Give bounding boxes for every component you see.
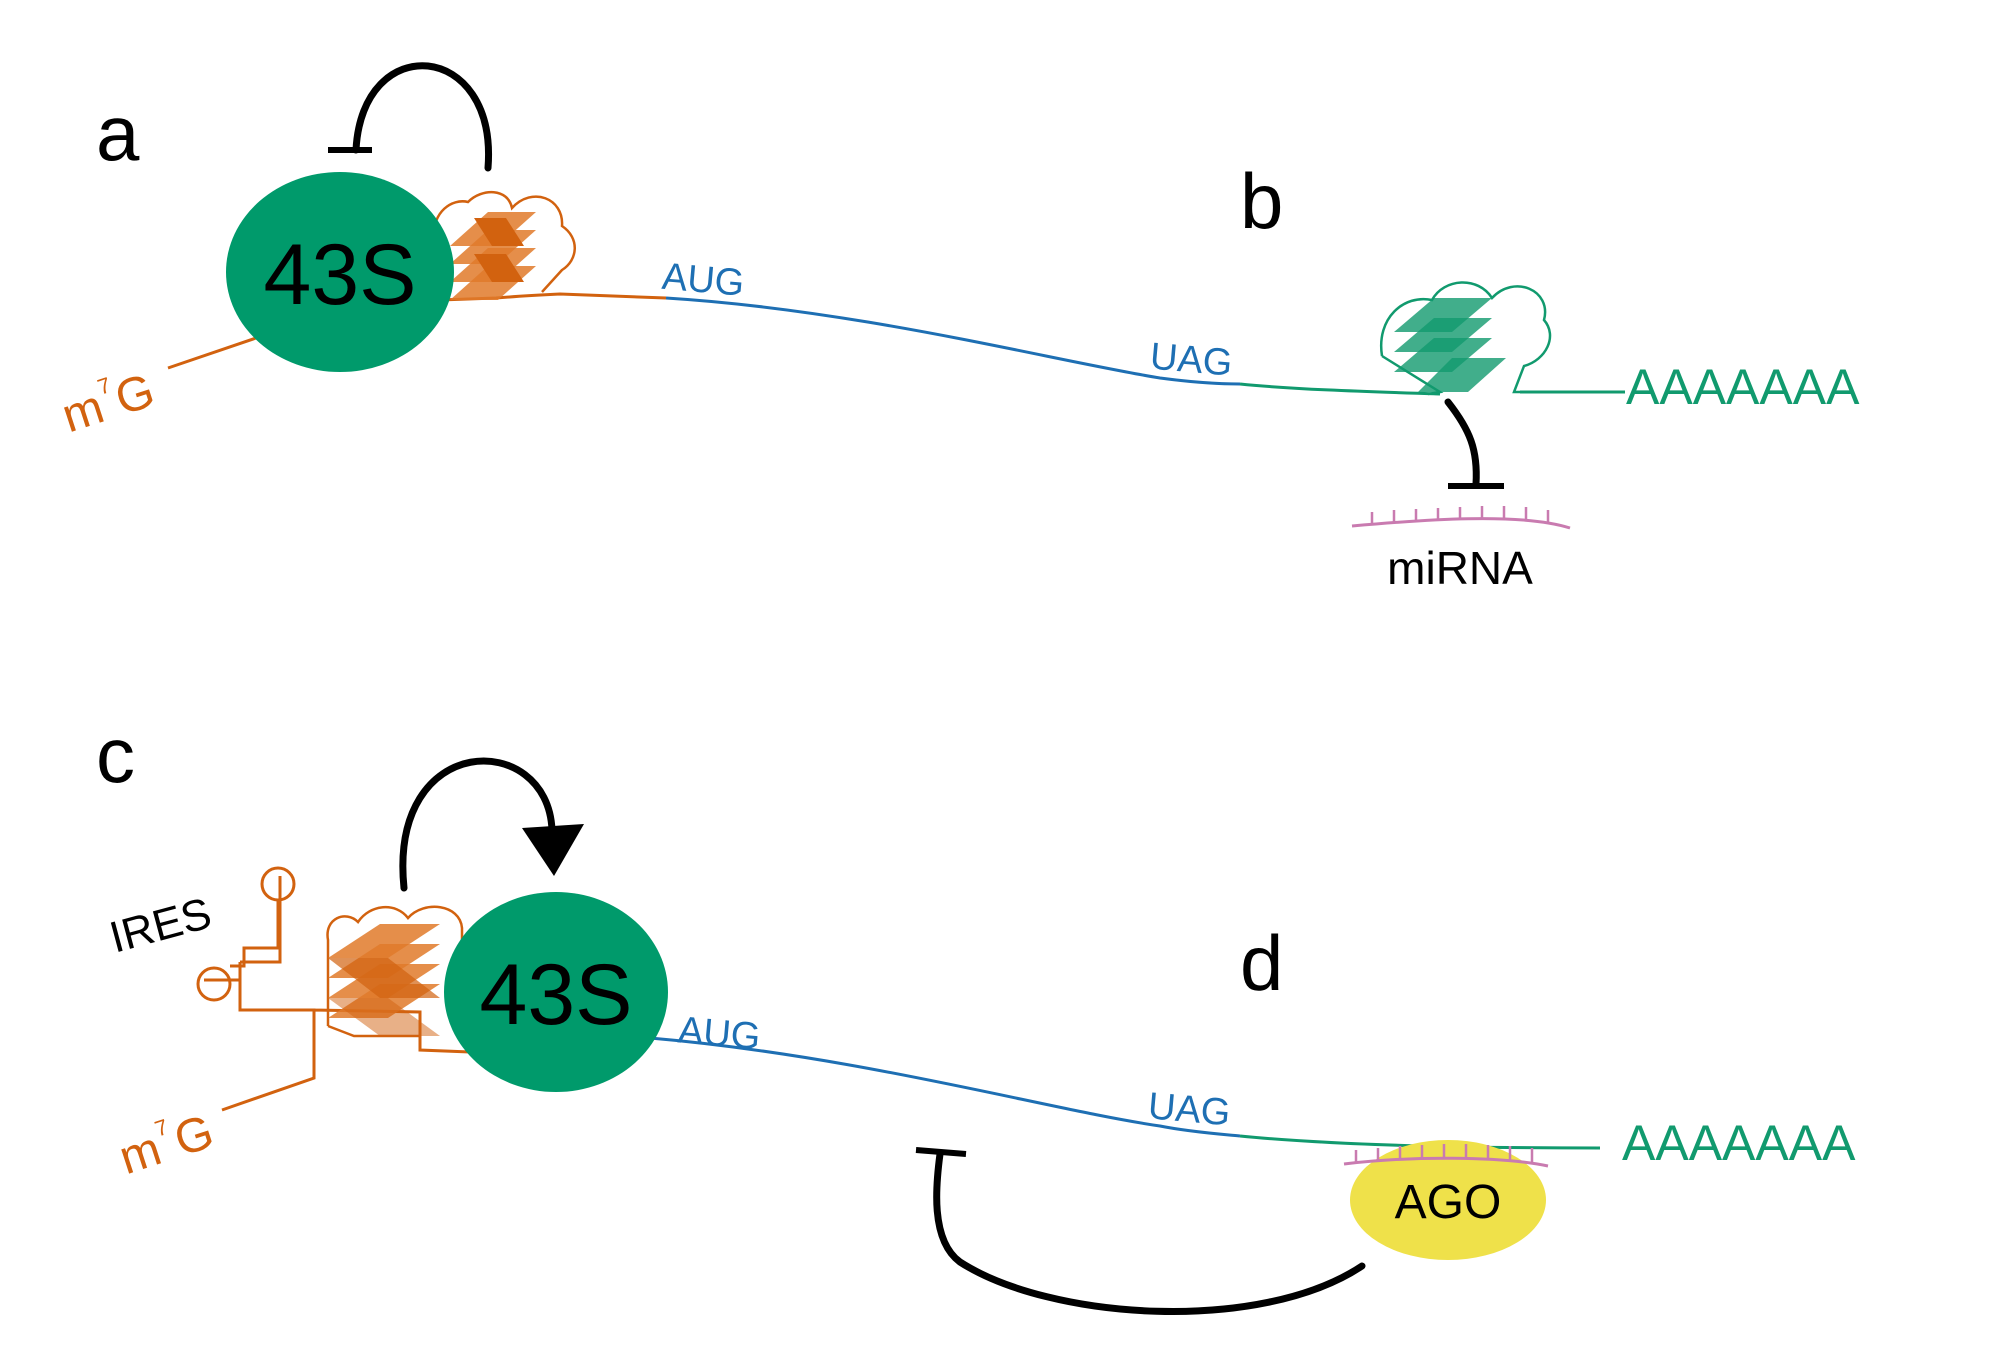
panel-label-b: b bbox=[1240, 157, 1283, 245]
inhibition-arrow bbox=[1444, 398, 1504, 489]
bottom-3utr-line bbox=[1239, 1134, 1601, 1150]
ago-label: AGO bbox=[1395, 1176, 1502, 1229]
g-quadruplex-icon bbox=[1379, 281, 1552, 396]
polya-tail-top: AAAAAAA bbox=[1626, 359, 1860, 415]
polya-tail-bottom: AAAAAAA bbox=[1622, 1115, 1856, 1171]
cap-label-bottom: m 7 G bbox=[113, 1105, 220, 1185]
mirna-label: miRNA bbox=[1387, 542, 1533, 594]
ago-protein: AGO bbox=[1350, 1140, 1546, 1260]
svg-text:G: G bbox=[109, 364, 161, 426]
g-quadruplex-icon bbox=[421, 190, 576, 302]
stop-codon: UAG bbox=[1148, 336, 1234, 385]
ribosome-label: 43S bbox=[263, 227, 416, 323]
mirna-strand bbox=[1343, 1144, 1549, 1168]
panel-label-d: d bbox=[1240, 919, 1283, 1007]
top-5utr-cap-line bbox=[167, 334, 263, 370]
start-codon: AUG bbox=[676, 1009, 762, 1058]
panel-label-a: a bbox=[96, 89, 140, 177]
top-3utr-line bbox=[1239, 382, 1441, 396]
ribosome-label: 43S bbox=[479, 947, 632, 1043]
panel-label-c: c bbox=[96, 711, 135, 799]
svg-text:G: G bbox=[168, 1105, 220, 1167]
ires-label: IRES bbox=[105, 889, 217, 963]
start-codon: AUG bbox=[660, 256, 746, 305]
mirna-strand bbox=[1351, 506, 1571, 530]
bottom-mrna bbox=[196, 866, 1601, 1150]
top-coding-line bbox=[665, 296, 1241, 386]
bottom-5utr-line bbox=[204, 876, 471, 1112]
ribosome-43s-bottom: 43S bbox=[444, 892, 668, 1092]
g-quadruplex-icon bbox=[326, 905, 464, 1048]
inhibition-arrow bbox=[915, 1147, 1366, 1315]
cap-label-top: m 7 G bbox=[56, 364, 161, 443]
stop-codon: UAG bbox=[1146, 1085, 1232, 1134]
ribosome-43s-top: 43S bbox=[226, 172, 454, 372]
bottom-coding-line bbox=[649, 1036, 1241, 1138]
inhibition-arrow bbox=[328, 62, 492, 172]
activation-arrow bbox=[399, 757, 584, 892]
